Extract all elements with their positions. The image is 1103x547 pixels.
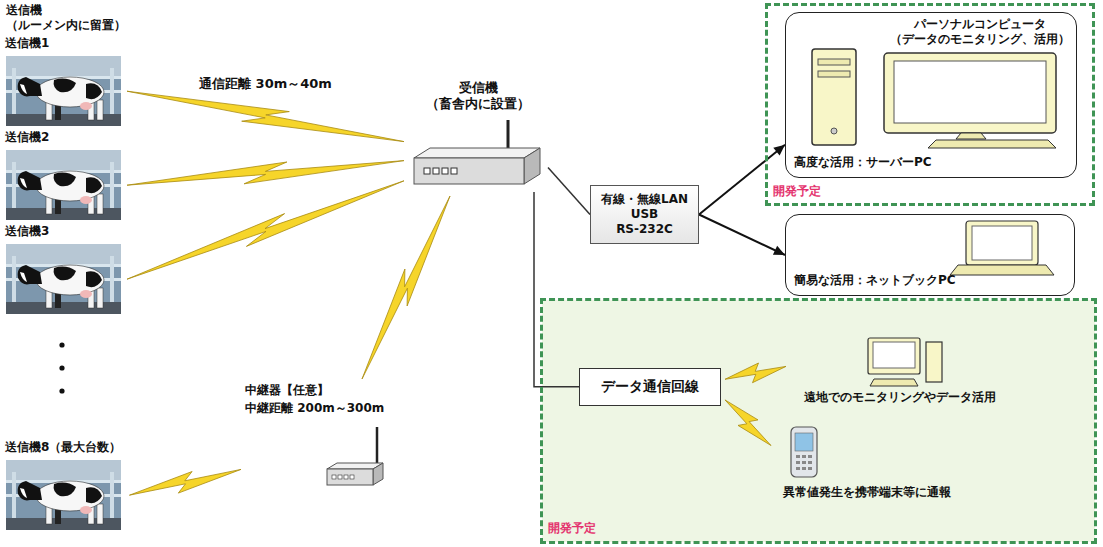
column-note: （ルーメン内に留置） bbox=[6, 18, 126, 33]
planned-region: 開発予定 パーソナルコンピュータ （データのモニタリング、活用） 高度な活用：サーバ… bbox=[765, 3, 1095, 206]
repeater-label: 中継器【任意】 bbox=[245, 383, 329, 398]
lightning-bolt bbox=[725, 363, 786, 383]
planned-region: 開発予定 データ通信回線遠地でのモニタリングやデータ活用異常値発生を携帯端末等に通… bbox=[540, 298, 1097, 544]
connector-line bbox=[699, 215, 785, 256]
transmitter-cow: 送信機1 bbox=[5, 36, 123, 128]
pc-heading: パーソナルコンピュータ （データのモニタリング、活用） bbox=[890, 17, 1070, 47]
arrow-head bbox=[773, 246, 785, 255]
remote-pc bbox=[790, 336, 1010, 390]
mobile-alert: 異常値発生を携帯端末等に通報 bbox=[775, 425, 1015, 507]
connector-line bbox=[548, 167, 590, 214]
wireless-link bbox=[362, 196, 450, 379]
ellipsis-dot bbox=[59, 365, 64, 370]
cable-line bbox=[548, 167, 590, 214]
pc-box: 簡易な活用：ネットブックPC bbox=[785, 214, 1075, 296]
repeater: 中継器【任意】中継距離 200m～300m bbox=[245, 383, 395, 491]
wireless-link bbox=[127, 91, 404, 141]
wireless-link bbox=[129, 469, 241, 495]
pc-box: パーソナルコンピュータ （データのモニタリング、活用） 高度な活用：サーバーPC bbox=[785, 12, 1077, 178]
cow-photo bbox=[6, 150, 121, 220]
mobile-phone bbox=[775, 425, 835, 481]
transmitter-label: 送信機2 bbox=[5, 130, 49, 145]
planned-tag: 開発予定 bbox=[773, 184, 821, 199]
receiver: 受信機 （畜舎内に設置） bbox=[408, 80, 548, 192]
transmitter-cow: 送信機8（最大台数） bbox=[5, 440, 125, 532]
lightning-bolt bbox=[127, 91, 404, 141]
receiver-label: 受信機 （畜舎内に設置） bbox=[408, 80, 548, 113]
planned-tag: 開発予定 bbox=[548, 521, 596, 536]
transmitter-cow: 送信機3 bbox=[5, 224, 123, 316]
wireless-link bbox=[725, 400, 771, 446]
transmitter-label: 送信機3 bbox=[5, 224, 49, 239]
data-arrow bbox=[699, 215, 785, 256]
transmitter-label: 送信機8（最大台数） bbox=[5, 440, 121, 455]
cow-photo bbox=[6, 244, 121, 314]
line-box: データ通信回線 bbox=[579, 368, 721, 406]
lightning-bolt bbox=[129, 469, 241, 495]
lightning-bolt bbox=[127, 181, 404, 279]
pc-usage: 高度な活用：サーバーPC bbox=[794, 155, 932, 170]
edge-label: 通信距離 30m～40m bbox=[197, 76, 334, 92]
lightning-bolt bbox=[725, 400, 771, 446]
receiver-device bbox=[408, 116, 548, 192]
remote-label: 遠地でのモニタリングやデータ活用 bbox=[790, 390, 1010, 405]
repeater-device bbox=[245, 383, 395, 491]
alert-label: 異常値発生を携帯端末等に通報 bbox=[783, 485, 951, 500]
ellipsis-dot bbox=[59, 388, 64, 393]
lightning-bolt bbox=[362, 196, 450, 379]
line-label: データ通信回線 bbox=[588, 378, 712, 396]
interface-box: 有線・無線LAN USB RS-232C bbox=[590, 185, 699, 244]
cow-photo bbox=[6, 460, 121, 530]
cow-photo bbox=[6, 56, 121, 126]
column-heading: 送信機 bbox=[6, 3, 42, 18]
transmitter-label: 送信機1 bbox=[5, 36, 49, 51]
arrow-head bbox=[773, 145, 785, 156]
interface-list: 有線・無線LAN USB RS-232C bbox=[601, 192, 688, 237]
region-fill bbox=[542, 300, 1095, 542]
ellipsis-dot bbox=[59, 342, 64, 347]
wireless-link bbox=[127, 181, 404, 279]
netbook-usage: 簡易な活用：ネットブックPC bbox=[794, 273, 956, 288]
repeater-range: 中継距離 200m～300m bbox=[245, 401, 384, 416]
transmitter-cow: 送信機2 bbox=[5, 130, 123, 222]
wireless-link bbox=[725, 363, 786, 383]
remote-monitor: 遠地でのモニタリングやデータ活用 bbox=[790, 336, 1010, 412]
lightning-bolt bbox=[127, 161, 404, 186]
wireless-link bbox=[127, 161, 404, 186]
